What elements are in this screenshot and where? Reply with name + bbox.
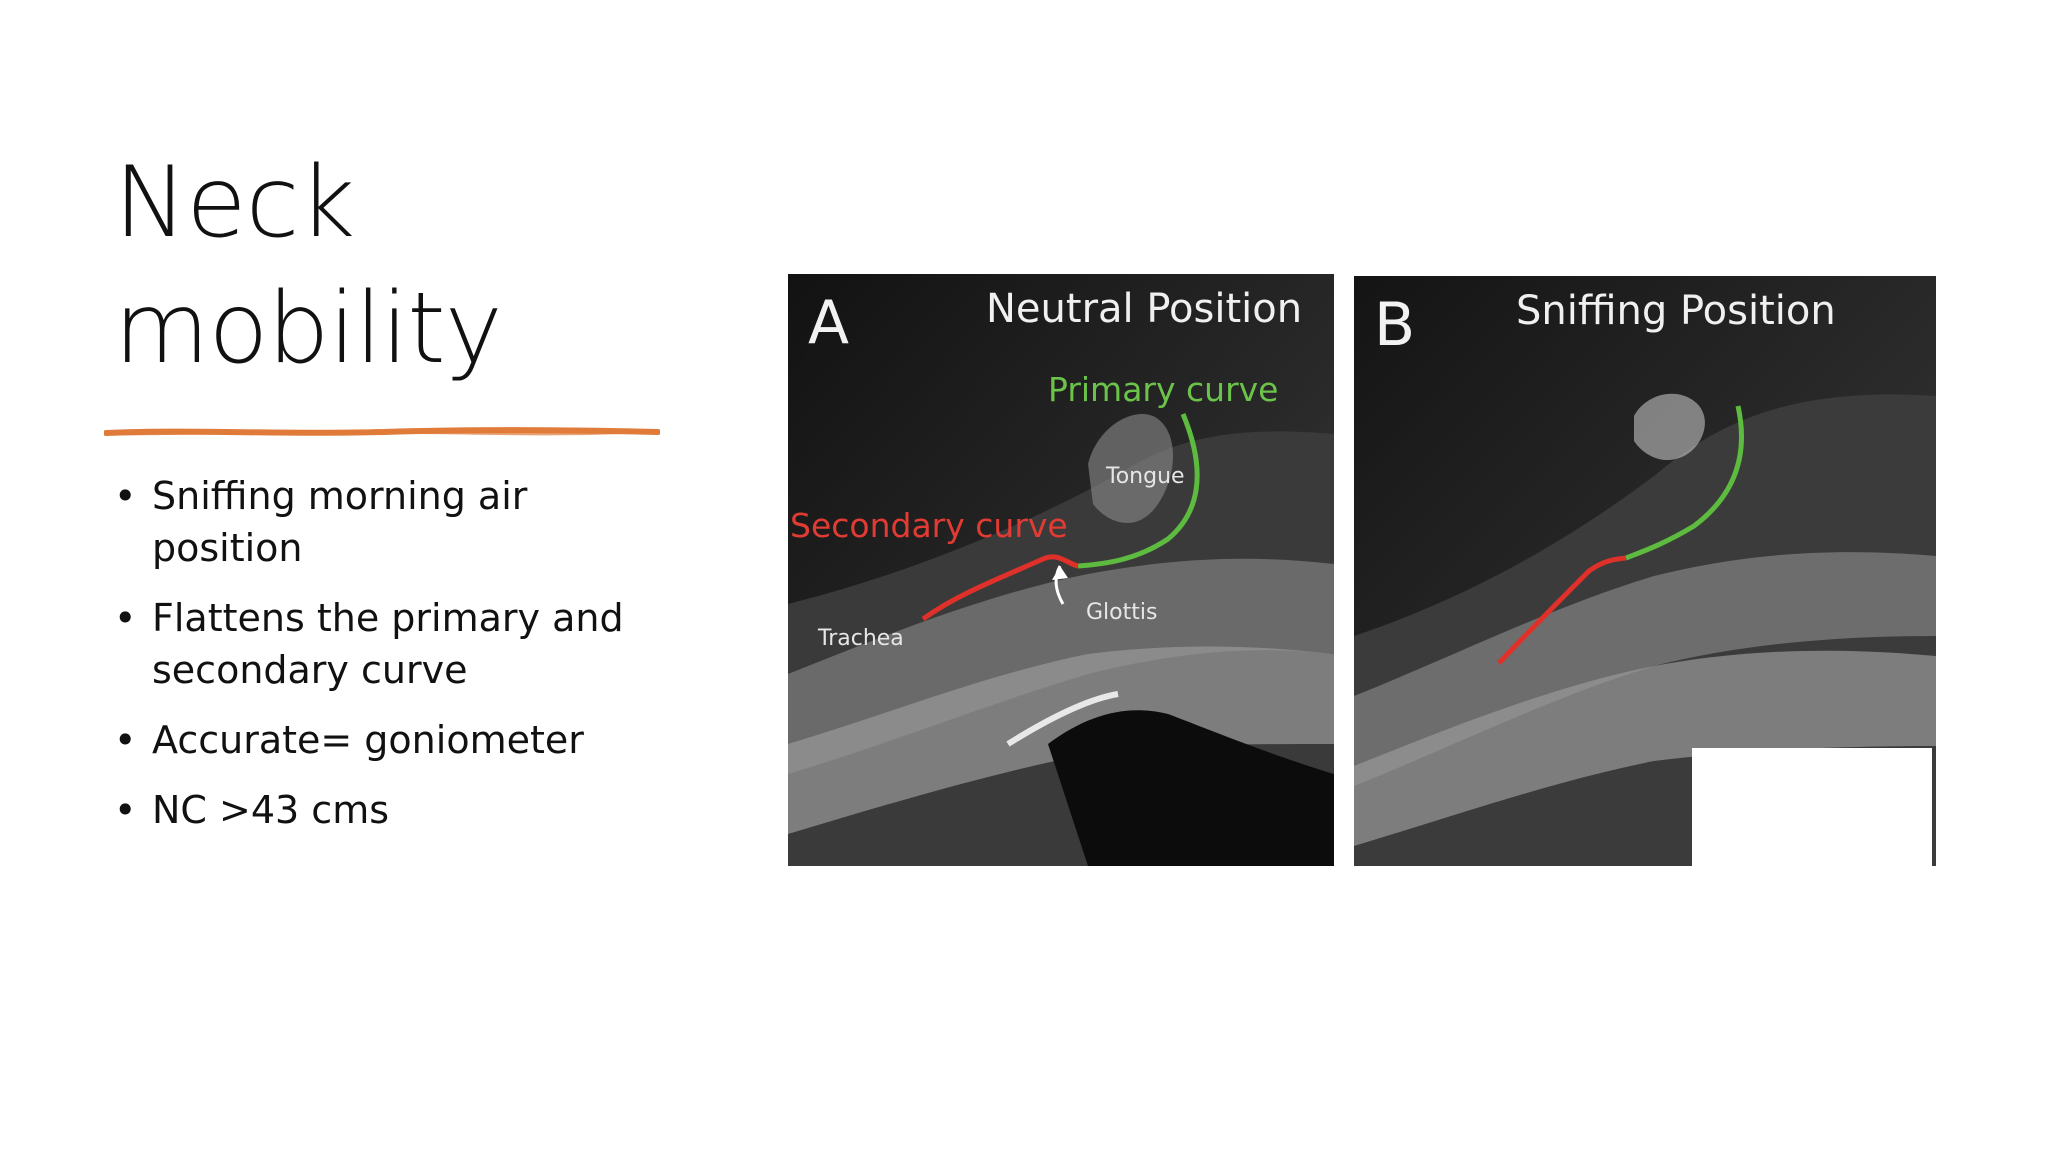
mri-image-neutral [788, 274, 1334, 866]
panel-b-letter: B [1374, 290, 1416, 360]
tongue-label: Tongue [1106, 464, 1185, 489]
white-overlay-box [1692, 748, 1932, 866]
slide-title: Neck mobility [114, 140, 674, 392]
panel-a-letter: A [808, 288, 850, 358]
bullet-text: Accurate= goniometer [152, 718, 584, 762]
bullet-dot: • [114, 474, 137, 518]
trachea-label: Trachea [818, 626, 904, 651]
bullet-item: • Flattens the primary and secondary curv… [114, 592, 674, 696]
bullet-text: Sniffing morning air position [152, 474, 528, 570]
bullet-dot: • [114, 788, 137, 832]
bullet-text: Flattens the primary and secondary curve [152, 596, 624, 692]
mri-panel-sniffing: B Sniffing Position [1354, 276, 1936, 866]
title-line-2: mobility [114, 272, 503, 386]
bullet-dot: • [114, 718, 137, 762]
panel-b-title: Sniffing Position [1516, 288, 1836, 334]
secondary-curve-label: Secondary curve [790, 506, 1068, 545]
bullet-item: • NC >43 cms [114, 784, 674, 836]
mri-image-sniffing [1354, 276, 1936, 866]
title-line-1: Neck [114, 146, 355, 260]
bullet-dot: • [114, 596, 137, 640]
panel-a-title: Neutral Position [986, 286, 1303, 332]
bullet-item: • Sniffing morning air position [114, 470, 674, 574]
bullet-text: NC >43 cms [152, 788, 390, 832]
bullet-list: • Sniffing morning air position • Flattens… [114, 470, 674, 854]
glottis-label: Glottis [1086, 600, 1158, 625]
bullet-item: • Accurate= goniometer [114, 714, 674, 766]
mri-panel-neutral: A Neutral Position Primary curve Tongue … [788, 274, 1334, 866]
primary-curve-label: Primary curve [1048, 370, 1279, 409]
title-accent-line [104, 427, 660, 436]
